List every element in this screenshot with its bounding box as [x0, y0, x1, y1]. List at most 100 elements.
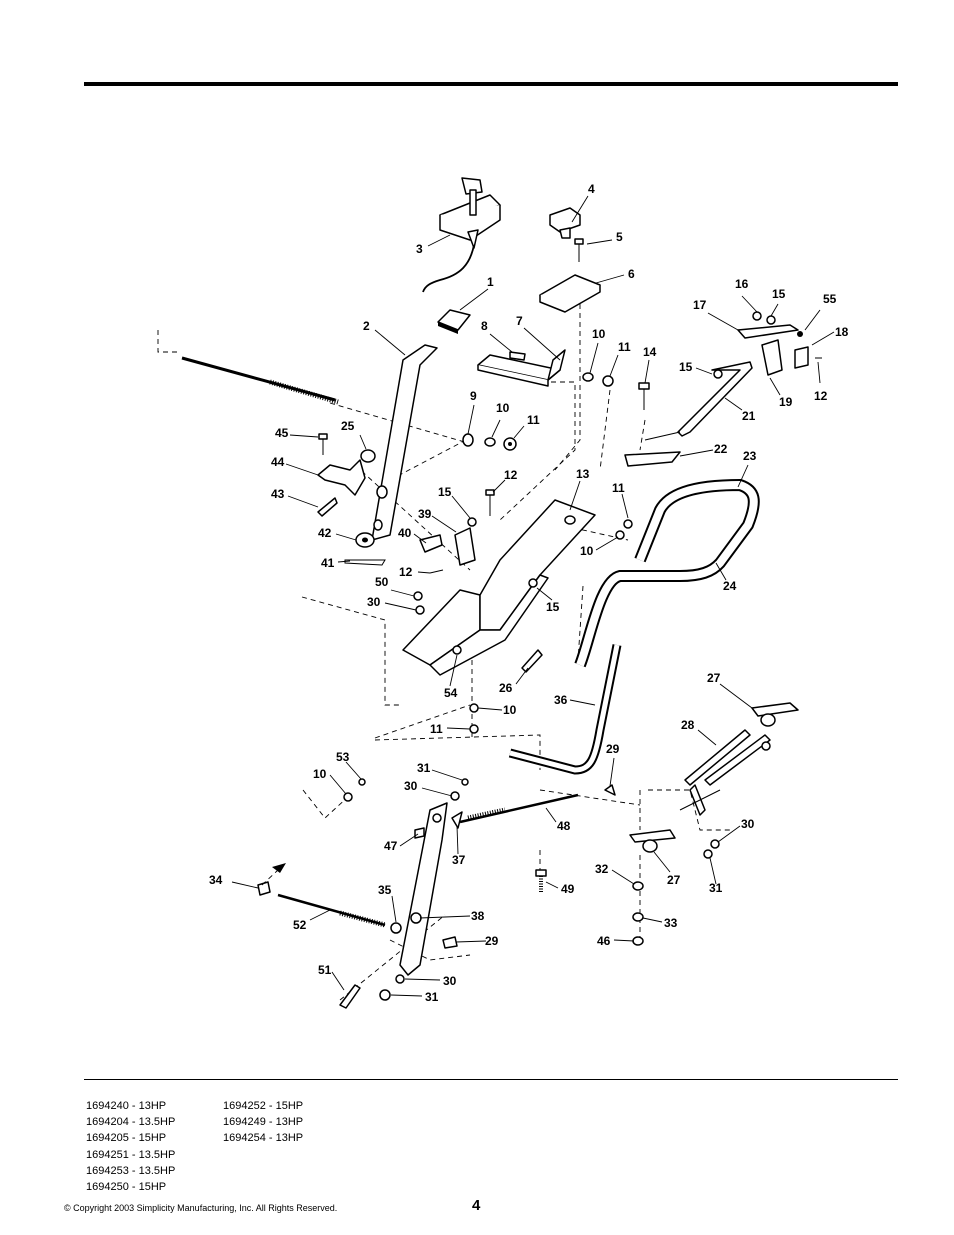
callout: 14 [643, 345, 657, 359]
callout: 30 [443, 974, 457, 988]
plate-22 [624, 451, 681, 467]
callout: 25 [341, 419, 355, 433]
callout: 8 [481, 319, 488, 333]
callout: 27 [667, 873, 681, 887]
callout: 30 [367, 595, 381, 609]
callout: 23 [743, 449, 757, 463]
copyright-notice: © Copyright 2003 Simplicity Manufacturin… [64, 1203, 338, 1213]
callout-labels: 1 2 3 4 5 6 7 8 9 10 10 10 10 10 11 11 1… [209, 182, 849, 1004]
model-entry: 1694252 - 15HP [223, 1100, 304, 1112]
pin-34 [257, 881, 271, 896]
callout: 54 [444, 686, 458, 700]
model-entry: 1694251 - 13.5HP [86, 1148, 176, 1161]
knob [549, 207, 581, 233]
lever-38 [399, 802, 448, 976]
callout: 36 [554, 693, 568, 707]
rod-48 [459, 793, 579, 824]
callout: 5 [616, 230, 623, 244]
callout: 48 [557, 819, 571, 833]
bolt-14 [638, 382, 650, 410]
header-rule [84, 82, 898, 86]
washer-10 [484, 437, 496, 447]
callout: 31 [709, 881, 723, 895]
callout: 47 [384, 839, 398, 853]
washer-25 [360, 449, 376, 463]
callout: 11 [527, 413, 540, 427]
callout: 51 [318, 963, 332, 977]
callout: 10 [313, 767, 327, 781]
callout: 7 [516, 314, 523, 328]
bolt-43 [317, 497, 338, 517]
callout: 11 [618, 340, 631, 354]
bracket-19 [761, 339, 783, 376]
bolt-12 [485, 489, 495, 516]
model-entry: 1694253 - 13.5HP [86, 1164, 176, 1177]
callout: 34 [209, 873, 223, 887]
callout: 9 [470, 389, 477, 403]
callout: 30 [404, 779, 418, 793]
callout: 38 [471, 909, 485, 923]
callout: 41 [321, 556, 335, 570]
callout: 19 [779, 395, 793, 409]
callout: 12 [814, 389, 828, 403]
callout: 18 [835, 325, 849, 339]
callout: 12 [399, 565, 413, 579]
callout: 40 [398, 526, 412, 540]
callout: 10 [503, 703, 517, 717]
callout: 39 [418, 507, 432, 521]
callout: 10 [580, 544, 594, 558]
callout: 13 [576, 467, 590, 481]
callout: 2 [363, 319, 370, 333]
footer-rule [84, 1079, 898, 1080]
callout: 32 [595, 862, 609, 876]
bracket-44 [317, 459, 366, 496]
bolt-45 [318, 433, 328, 455]
callout: 44 [271, 455, 285, 469]
page-number: 4 [472, 1197, 481, 1214]
callout: 17 [693, 298, 707, 312]
callout: 46 [597, 934, 611, 948]
callout: 52 [293, 918, 307, 932]
callout: 4 [588, 182, 595, 196]
bracket-39 [454, 527, 476, 566]
leader-lines [231, 195, 835, 997]
callout: 11 [612, 481, 625, 495]
bolt-49 [535, 869, 547, 893]
callout: 45 [275, 426, 289, 440]
bracket-40 [419, 534, 443, 553]
callout: 1 [487, 275, 494, 289]
callout: 50 [375, 575, 389, 589]
callout: 15 [546, 600, 560, 614]
model-entry: 1694205 - 15HP [86, 1132, 167, 1145]
callout: 37 [452, 853, 466, 867]
arm-21 [677, 361, 753, 437]
handle [574, 478, 760, 668]
throttle-control [422, 177, 501, 293]
callout: 21 [742, 409, 756, 423]
callout: 16 [735, 277, 749, 291]
plate-27-lower [629, 829, 676, 843]
model-entry: 1694250 - 15HP [86, 1181, 167, 1194]
callout: 27 [707, 671, 721, 685]
callout: 12 [504, 468, 518, 482]
bolt-8 [509, 351, 526, 361]
callout: 35 [378, 883, 392, 897]
callout: 49 [561, 882, 575, 896]
pin-51 [339, 984, 361, 1009]
callout: 24 [723, 579, 737, 593]
callout: 31 [417, 761, 431, 775]
lift-lever [181, 344, 438, 541]
cotter-pin [344, 559, 386, 566]
rod-36 [508, 644, 622, 775]
callout: 3 [416, 242, 423, 256]
callout: 15 [679, 360, 693, 374]
bolt-26 [521, 649, 543, 673]
model-entry: 1694240 - 13HP [86, 1100, 167, 1112]
mounting-bracket-13 [402, 499, 596, 676]
spacer-9 [462, 433, 474, 447]
model-list-column-1: 1694240 - 13HP 1694204 - 13.5HP 1694205 … [86, 1098, 175, 1195]
model-entry: 1694254 - 13HP [223, 1132, 304, 1145]
callout: 28 [681, 718, 695, 732]
callout: 15 [772, 287, 786, 301]
